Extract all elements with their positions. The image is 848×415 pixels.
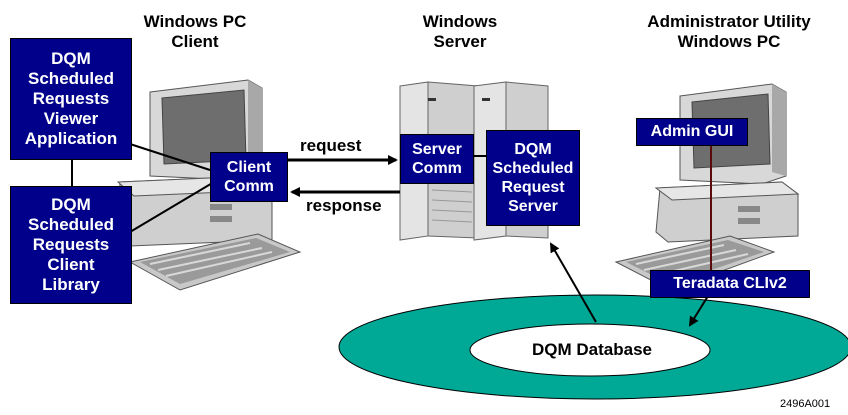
client-library-box: DQM Scheduled Requests Client Library <box>10 186 132 304</box>
teradata-cli-box: Teradata CLIv2 <box>650 270 810 298</box>
admin-gui-box: Admin GUI <box>636 118 748 146</box>
client-comm-box: Client Comm <box>210 152 288 202</box>
server-comm-box: Server Comm <box>400 134 474 184</box>
figure-id: 2496A001 <box>780 398 831 410</box>
request-server-box: DQM Scheduled Request Server <box>486 130 580 226</box>
admin-header: Administrator Utility Windows PC <box>647 12 811 51</box>
database-label: DQM Database <box>532 340 652 359</box>
server-header: Windows Server <box>422 12 498 51</box>
database-to-server-arrow <box>550 242 597 323</box>
request-label: request <box>300 136 362 155</box>
viewer-clientcomm-connector <box>129 143 211 171</box>
library-clientcomm-connector <box>129 181 215 233</box>
cli-to-database-arrow <box>688 295 709 327</box>
viewer-application-box: DQM Scheduled Requests Viewer Applicatio… <box>10 38 132 160</box>
response-label: response <box>306 196 382 215</box>
client-header: Windows PC Client <box>143 12 247 51</box>
database-core <box>469 323 711 377</box>
admin-pc-illustration <box>614 83 800 291</box>
